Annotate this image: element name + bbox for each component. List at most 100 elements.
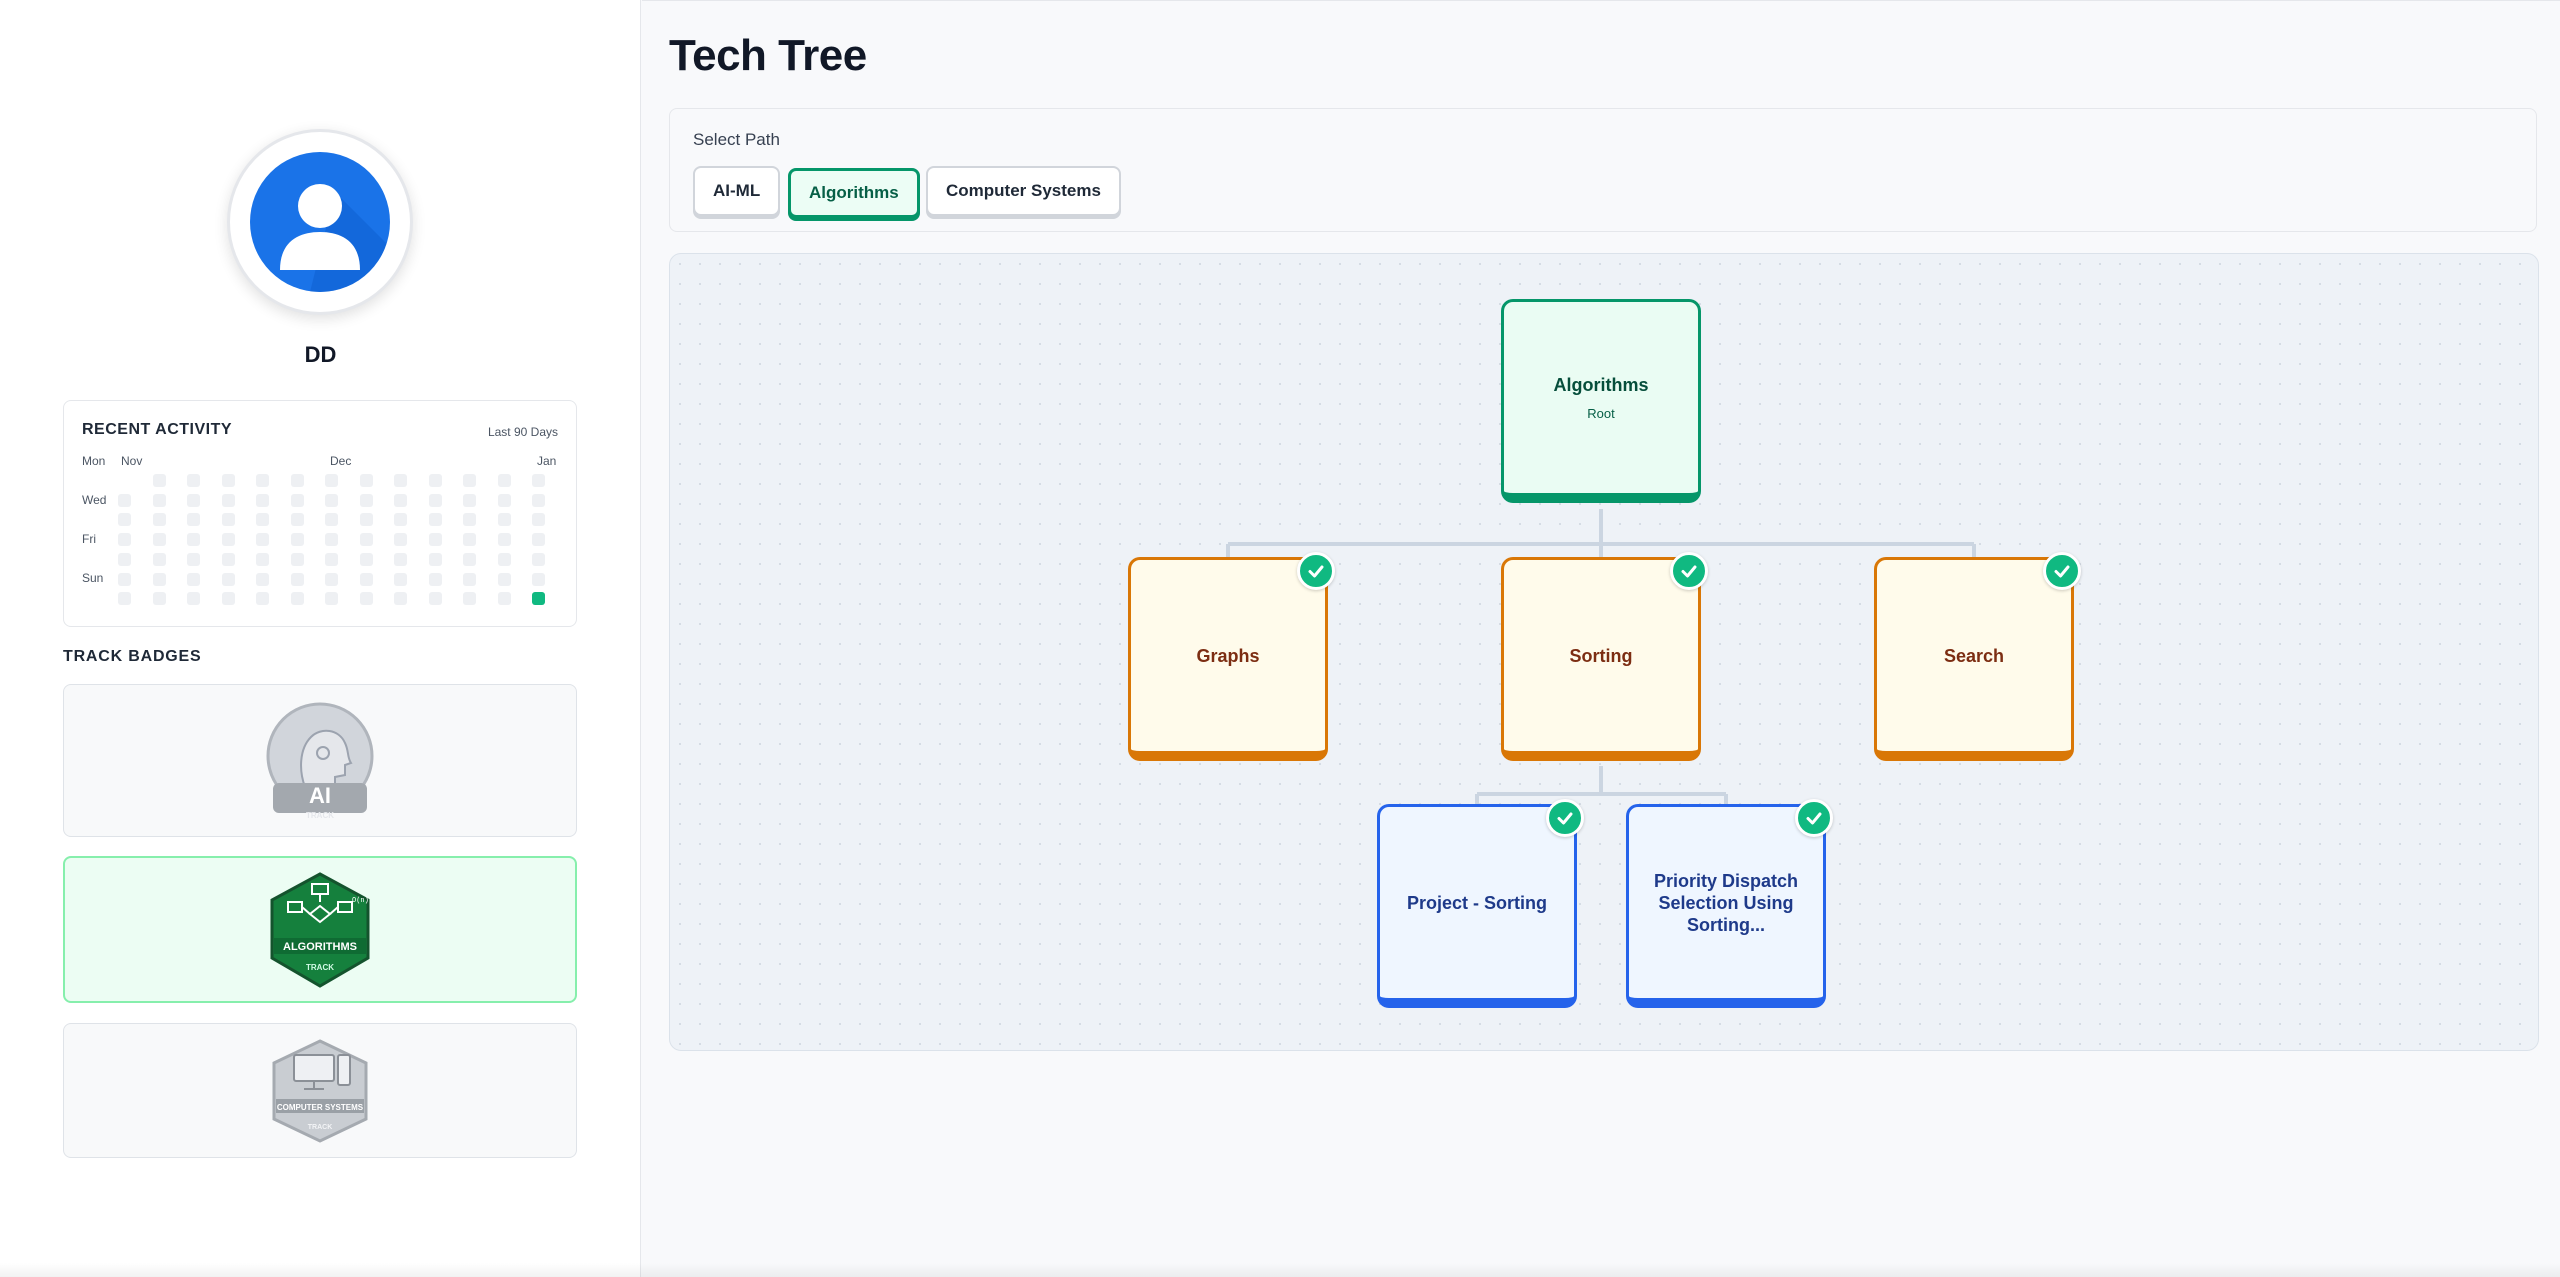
activity-cell [290,533,304,547]
month-label: Dec [330,454,352,468]
activity-cell [152,552,166,566]
avatar[interactable] [227,129,413,315]
activity-cell [256,513,269,527]
tree-node-priority-dispatch[interactable]: Priority Dispatch Selection Using Sortin… [1626,799,1833,1008]
activity-cell [394,533,407,547]
completed-check-icon [2043,552,2081,590]
day-label: Wed [82,493,107,507]
activity-cell [118,592,131,606]
activity-cell [325,533,338,547]
activity-cell [290,572,304,586]
activity-cell [463,572,476,586]
page-title: Tech Tree [669,31,867,80]
activity-cell [497,474,511,487]
activity-cell [290,513,304,527]
activity-cell [428,513,442,527]
svg-text:O(n): O(n) [352,897,369,905]
algorithms-badge-text: ALGORITHMS [283,941,357,953]
tree-connectors [1226,509,1976,809]
day-label: Fri [82,532,96,546]
node-title: Sorting [1569,645,1633,666]
activity-cell [359,493,373,507]
activity-cell [221,513,235,527]
activity-cell [497,572,511,586]
activity-cell [256,533,269,547]
activity-cell [325,493,338,507]
node-title: Graphs [1196,645,1260,666]
day-label: Mon [82,454,106,468]
activity-cell [359,552,373,566]
activity-cell [325,474,338,487]
activity-cell [394,513,407,527]
recent-activity-panel: RECENT ACTIVITY Last 90 Days Nov Dec Jan… [63,400,577,627]
activity-cell [532,592,545,606]
node-subtitle: Root [1587,406,1615,421]
badge-card-algorithms[interactable]: O(n) ALGORITHMS TRACK [63,856,577,1003]
activity-cell [497,533,511,547]
tree-node-graphs[interactable]: Graphs [1128,552,1335,761]
activity-cell [325,592,338,606]
tree-node-search[interactable]: Search [1874,552,2081,761]
activity-cell [187,592,200,606]
tree-node-sorting[interactable]: Sorting [1501,552,1708,761]
activity-cell [532,552,545,566]
ai-badge-text: AI [309,783,331,808]
tree-node-project-sorting[interactable]: Project - Sorting [1377,799,1584,1008]
activity-cell [532,493,545,507]
algorithms-badge-sub: TRACK [306,963,334,972]
activity-cell [221,592,235,606]
ai-badge-sub: TRACK [306,811,334,820]
activity-cell [463,474,476,487]
path-selector-label: Select Path [693,130,780,149]
activity-cell [221,493,235,507]
computer-systems-badge-sub: TRACK [308,1124,333,1131]
activity-cell [187,533,200,547]
activity-cell [152,474,166,487]
node-title: Algorithms [1553,375,1649,395]
activity-cell [497,493,511,507]
day-label: Sun [82,571,104,585]
activity-cell [325,513,338,527]
activity-cell [532,572,545,586]
activity-cell [118,572,131,586]
activity-cell [463,513,476,527]
activity-cell [394,474,407,487]
activity-cell [152,493,166,507]
activity-cell [497,513,511,527]
activity-cell [290,493,304,507]
activity-cell [428,493,442,507]
activity-cell [532,513,545,527]
activity-cell [290,592,304,606]
path-option-ai-ml[interactable]: AI-ML [693,166,781,216]
badge-card-computer-systems[interactable]: COMPUTER SYSTEMS TRACK [63,1023,577,1158]
tech-tree-canvas[interactable]: Algorithms Root Graphs Sorting Search Pr… [669,253,2539,1051]
computer-systems-badge-text: COMPUTER SYSTEMS [277,1103,364,1112]
activity-cell [394,572,407,586]
node-title: Priority Dispatch Selection Using Sortin… [1653,870,1799,935]
path-option-algorithms[interactable]: Algorithms [788,168,920,218]
activity-cell [221,572,235,586]
activity-cell [463,493,476,507]
month-label: Jan [537,454,557,468]
activity-cell [394,493,407,507]
tree-node-root[interactable]: Algorithms Root [1501,299,1701,503]
badge-card-ai-ml[interactable]: AI TRACK [63,684,577,837]
activity-cell [428,552,442,566]
activity-cell [428,572,442,586]
node-title: Search [1943,645,2005,666]
month-label: Nov [121,454,143,468]
activity-cell [359,513,373,527]
activity-cell [428,592,442,606]
path-option-computer-systems[interactable]: Computer Systems [926,166,1121,216]
activity-cell [118,493,131,507]
activity-cell [497,552,511,566]
activity-cell [187,513,200,527]
bottom-shade [0,1263,2560,1277]
activity-cell [359,533,373,547]
activity-cell [118,533,131,547]
computer-systems-track-badge-icon: COMPUTER SYSTEMS TRACK [272,1038,368,1143]
activity-cell [532,474,545,487]
user-icon [250,152,390,292]
ai-track-badge-icon: AI TRACK [266,702,374,820]
completed-check-icon [1670,552,1708,590]
